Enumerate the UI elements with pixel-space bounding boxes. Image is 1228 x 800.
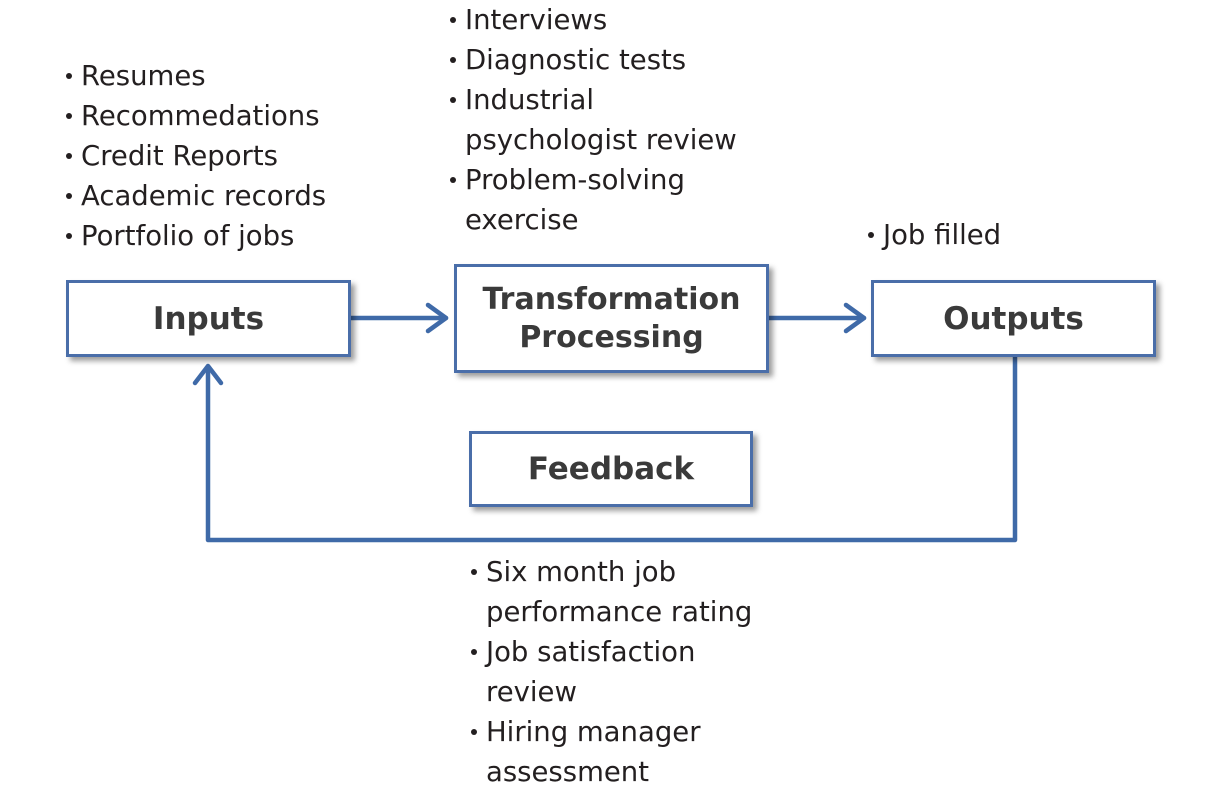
transformation-bullet-list: Interviews Diagnostic tests Industrial p… bbox=[448, 0, 737, 240]
list-item: Job filled bbox=[866, 215, 1001, 255]
feedback-box-label: Feedback bbox=[527, 451, 695, 487]
arrow-transformation-to-outputs bbox=[766, 302, 867, 334]
list-item-text: Hiring manager assessment bbox=[486, 716, 701, 788]
list-item: Recommedations bbox=[64, 96, 326, 136]
list-item-text: Interviews bbox=[465, 4, 608, 36]
feedback-loop-arrow bbox=[192, 354, 1018, 543]
list-item: Portfolio of jobs bbox=[64, 216, 326, 256]
list-item-text: Recommedations bbox=[81, 100, 320, 132]
feedback-box: Feedback bbox=[469, 431, 753, 507]
list-item: Diagnostic tests bbox=[448, 40, 737, 80]
list-item-text: Portfolio of jobs bbox=[81, 220, 295, 252]
list-item-text: Resumes bbox=[81, 60, 206, 92]
list-item-text: Job filled bbox=[883, 219, 1002, 251]
list-item: Academic records bbox=[64, 176, 326, 216]
list-item-text: Problem-solving exercise bbox=[465, 164, 685, 236]
list-item: Job satisfaction review bbox=[469, 632, 752, 712]
list-item: Credit Reports bbox=[64, 136, 326, 176]
outputs-box-label: Outputs bbox=[943, 300, 1084, 337]
list-item: Resumes bbox=[64, 56, 326, 96]
inputs-bullet-list: Resumes Recommedations Credit Reports Ac… bbox=[64, 56, 326, 256]
list-item-text: Academic records bbox=[81, 180, 327, 212]
list-item: Problem-solving exercise bbox=[448, 160, 737, 240]
outputs-box: Outputs bbox=[871, 280, 1156, 357]
transformation-box-label: Transformation Processing bbox=[482, 281, 741, 355]
list-item-text: Diagnostic tests bbox=[465, 44, 687, 76]
list-item: Interviews bbox=[448, 0, 737, 40]
inputs-box-label: Inputs bbox=[152, 300, 265, 337]
outputs-bullet-list: Job filled bbox=[866, 215, 1001, 255]
inputs-box: Inputs bbox=[66, 280, 351, 357]
list-item-text: Job satisfaction review bbox=[486, 636, 696, 708]
list-item: Six month job performance rating bbox=[469, 552, 752, 632]
list-item-text: Six month job performance rating bbox=[486, 556, 753, 628]
list-item: Industrial psychologist review bbox=[448, 80, 737, 160]
arrow-inputs-to-transformation bbox=[348, 302, 449, 334]
feedback-bullet-list: Six month job performance rating Job sat… bbox=[469, 552, 752, 792]
list-item-text: Industrial psychologist review bbox=[465, 84, 737, 156]
list-item-text: Credit Reports bbox=[81, 140, 278, 172]
list-item: Hiring manager assessment bbox=[469, 712, 752, 792]
transformation-processing-box: Transformation Processing bbox=[454, 264, 769, 373]
